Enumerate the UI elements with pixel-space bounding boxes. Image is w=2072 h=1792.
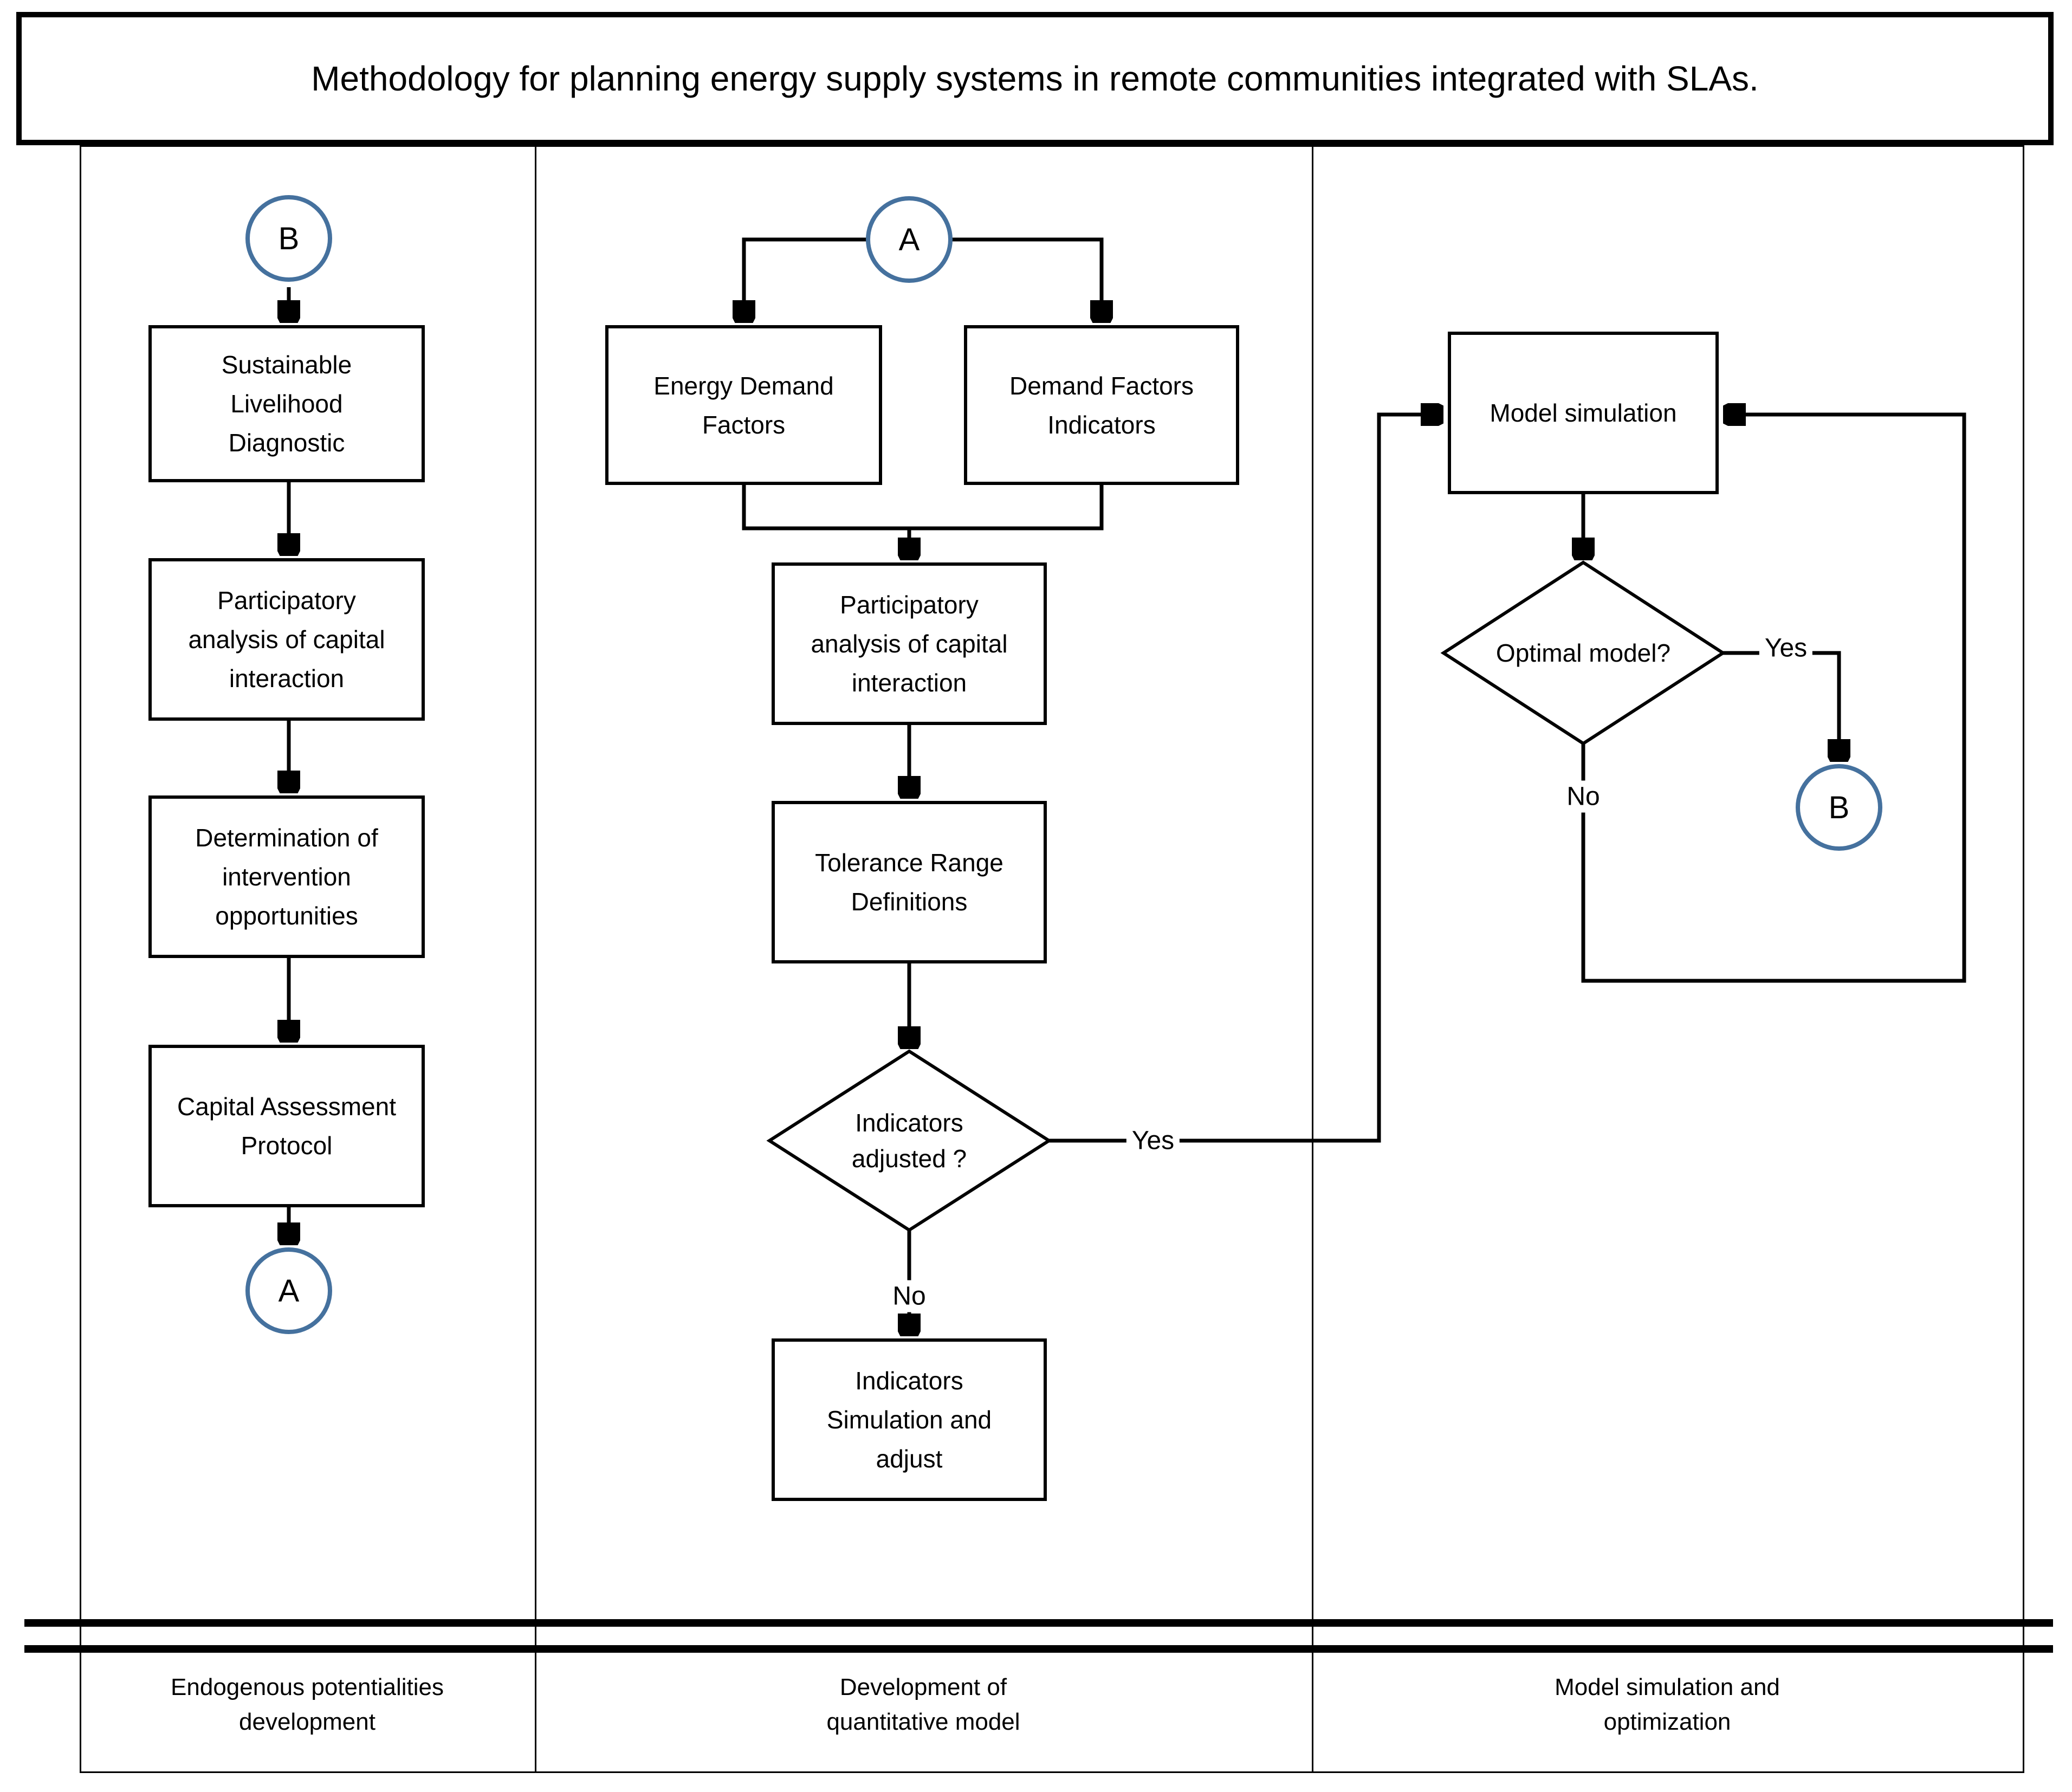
decision-optimal-model-label: Optimal model? (1496, 635, 1670, 671)
connector-circle-b-end: B (1796, 764, 1882, 851)
node-energy-demand-factors: Energy Demand Factors (605, 325, 882, 485)
connector-circle-b-start: B (245, 195, 332, 282)
edge-label-yes-right: Yes (1759, 632, 1813, 664)
lane-label-quantitative: Development of quantitative model (598, 1670, 1248, 1739)
node-text-line: Livelihood (230, 390, 343, 418)
connector-circle-b-start-label: B (278, 221, 300, 256)
lane-endogenous-potentialities (80, 145, 536, 1773)
node-text-line: Indicators (1047, 410, 1156, 439)
lane-model-simulation (1312, 145, 2024, 1773)
node-text-line: Diagnostic (228, 429, 345, 457)
node-sustainable-livelihood-diagnostic: Sustainable Livelihood Diagnostic (148, 325, 425, 482)
connector-circle-a-start: A (866, 196, 953, 283)
node-text-line: Determination of (195, 824, 378, 852)
node-text-line: intervention (222, 863, 351, 891)
merge-connector (742, 485, 1104, 531)
node-participatory-analysis-mid: Participatory analysis of capital intera… (772, 562, 1047, 725)
lane-label-line: development (239, 1709, 375, 1735)
lane-label-endogenous: Endogenous potentialities development (90, 1670, 524, 1739)
lane-label-line: optimization (1603, 1709, 1731, 1735)
node-text-line: adjust (876, 1445, 943, 1473)
node-determination-intervention: Determination of intervention opportunit… (148, 795, 425, 958)
connector-circle-a-end: A (245, 1247, 332, 1334)
node-text-line: Simulation and (826, 1406, 992, 1434)
node-text-line: Factors (702, 410, 786, 439)
node-text-line: Participatory (840, 591, 979, 619)
lane-label-line: quantitative model (826, 1709, 1020, 1735)
node-text-line: Sustainable (221, 351, 352, 379)
node-model-simulation: Model simulation (1448, 332, 1719, 494)
edge-no-feedback-loop (1581, 415, 1966, 983)
node-indicators-simulation-adjust: Indicators Simulation and adjust (772, 1338, 1047, 1501)
connector-circle-b-end-label: B (1828, 790, 1850, 825)
arrow-a-to-energy-demand (744, 237, 869, 322)
node-text-line: opportunities (215, 902, 358, 930)
edge-yes-to-b (1723, 651, 1839, 761)
node-text-line: analysis of capital (811, 630, 1008, 658)
node-text-line: analysis of capital (188, 625, 385, 654)
lane-label-line: Development of (839, 1674, 1007, 1700)
arrow-a-to-demand-indicators (949, 237, 1102, 322)
diagram-title: Methodology for planning energy supply s… (311, 59, 1759, 98)
lane-label-simulation: Model simulation and optimization (1342, 1670, 1992, 1739)
node-text-line: Participatory (217, 586, 356, 614)
node-text-line: Capital Assessment (177, 1092, 396, 1121)
node-participatory-analysis-left: Participatory analysis of capital intera… (148, 558, 425, 721)
node-text-line: Model simulation (1490, 399, 1677, 427)
edge-label-no-right: No (1561, 780, 1605, 813)
lane-label-line: Endogenous potentialities (171, 1674, 444, 1700)
node-text-line: Tolerance Range (815, 849, 1003, 877)
decision-text-line: Optimal model? (1495, 639, 1671, 667)
edge-label-yes-mid: Yes (1126, 1124, 1180, 1157)
lane-quantitative-model (535, 145, 1313, 1773)
decision-text-line: Indicators (855, 1109, 963, 1137)
node-text-line: interaction (229, 664, 345, 693)
node-capital-assessment-protocol: Capital Assessment Protocol (148, 1045, 425, 1207)
decision-text-line: adjusted ? (851, 1144, 967, 1173)
edge-label-no-mid: No (887, 1280, 931, 1312)
node-text-line: Indicators (855, 1367, 963, 1395)
phase-separator-band (24, 1619, 2053, 1653)
edge-yes-to-model-simulation (1049, 415, 1442, 1143)
connector-circle-a-start-label: A (898, 222, 920, 257)
lane-label-line: Model simulation and (1555, 1674, 1780, 1700)
connector-circle-a-end-label: A (278, 1273, 300, 1309)
node-text-line: Energy Demand (653, 371, 834, 400)
node-tolerance-range-definitions: Tolerance Range Definitions (772, 801, 1047, 963)
node-text-line: Protocol (241, 1131, 333, 1160)
node-text-line: interaction (851, 669, 967, 697)
diagram-title-box: Methodology for planning energy supply s… (16, 12, 2054, 145)
node-demand-factors-indicators: Demand Factors Indicators (964, 325, 1239, 485)
decision-indicators-adjusted-label: Indicators adjusted ? (852, 1105, 967, 1176)
node-text-line: Demand Factors (1009, 371, 1194, 400)
node-text-line: Definitions (851, 888, 968, 916)
